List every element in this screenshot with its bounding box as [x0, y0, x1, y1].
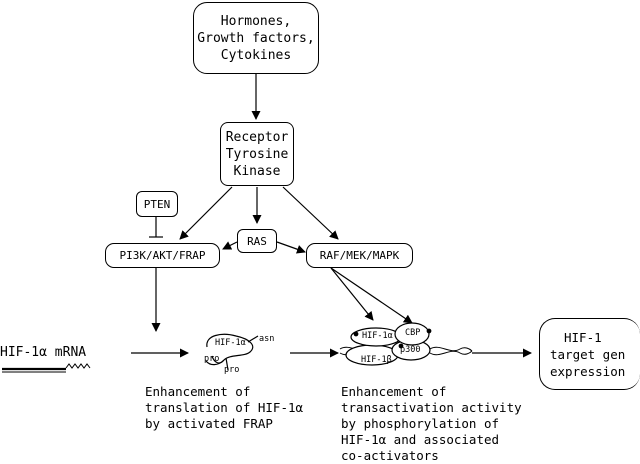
- translation-caption-line-3: by activated FRAP: [145, 416, 273, 431]
- hif1a-protein-shape: [205, 333, 259, 371]
- pten-label: PTEN: [143, 197, 171, 211]
- hormones-line-3: Cytokines: [220, 47, 292, 63]
- translation-caption: Enhancement of translation of HIF-1α by …: [145, 384, 303, 432]
- arrow-raf-to-hif-left: [330, 267, 374, 321]
- hif1a-mrna-label: HIF-1α mRNA: [0, 345, 87, 360]
- translation-caption-line-2: translation of HIF-1α: [145, 400, 304, 415]
- transactivation-caption-line-5: co-activators: [341, 448, 439, 463]
- pten-box: PTEN: [136, 191, 178, 217]
- arrow-receptor-to-raf: [282, 186, 339, 240]
- asn-label: asn: [259, 334, 275, 344]
- raf-label: RAF/MEK/MAPK: [319, 249, 400, 262]
- arrow-receptor-to-pi3k: [179, 186, 233, 240]
- cbp-blob: [394, 322, 430, 346]
- transcription-complex: [345, 322, 432, 366]
- target-line-1: HIF-1: [564, 329, 602, 345]
- arrow-ras-to-pi3k: [222, 241, 238, 250]
- hormones-line-1: Hormones,: [220, 13, 292, 29]
- ras-label: RAS: [247, 234, 267, 248]
- pro-label-top: pro: [204, 354, 220, 364]
- hormones-box: Hormones, Growth factors, Cytokines: [193, 2, 319, 74]
- receptor-line-2: Tyrosine: [225, 146, 289, 162]
- hormones-line-2: Growth factors,: [197, 30, 315, 46]
- translation-caption-line-1: Enhancement of: [145, 384, 251, 399]
- hif1-target-gene-box: HIF-1 target gen expression: [539, 318, 640, 390]
- transactivation-caption: Enhancement of transactivation activity …: [341, 384, 522, 464]
- arrow-ras-to-raf: [276, 241, 306, 254]
- receptor-line-3: Kinase: [233, 163, 281, 179]
- pi3k-label: PI3K/AKT/FRAP: [119, 249, 206, 262]
- transactivation-caption-line-1: Enhancement of: [341, 384, 447, 399]
- receptor-tyrosine-kinase-box: Receptor Tyrosine Kinase: [220, 122, 294, 186]
- p300-label: p300: [400, 345, 421, 355]
- raf-mek-mapk-box: RAF/MEK/MAPK: [306, 243, 413, 268]
- phospho-dot: [398, 343, 404, 349]
- mrna-strand: [2, 363, 91, 373]
- hif1a-complex-label: HIF-1α: [362, 331, 393, 341]
- pro-label-bottom: pro: [224, 365, 240, 375]
- transactivation-caption-line-3: by phosphorylation of: [341, 416, 500, 431]
- target-line-2: target gen: [550, 346, 626, 362]
- transactivation-caption-line-4: HIF-1α and associated: [341, 432, 500, 447]
- pi3k-akt-frap-box: PI3K/AKT/FRAP: [105, 243, 220, 268]
- arrow-raf-to-hif-right: [330, 267, 413, 324]
- receptor-line-1: Receptor: [225, 129, 289, 145]
- hif1b-label: HIF-1β: [361, 355, 392, 365]
- transactivation-caption-line-2: transactivation activity: [341, 400, 522, 415]
- hif1a-protein-label: HIF-1α: [215, 338, 246, 348]
- cbp-label: CBP: [405, 328, 421, 338]
- phospho-dot: [353, 331, 359, 337]
- phospho-dot: [426, 328, 432, 334]
- target-line-3: expression: [550, 363, 626, 379]
- ras-box: RAS: [237, 229, 277, 253]
